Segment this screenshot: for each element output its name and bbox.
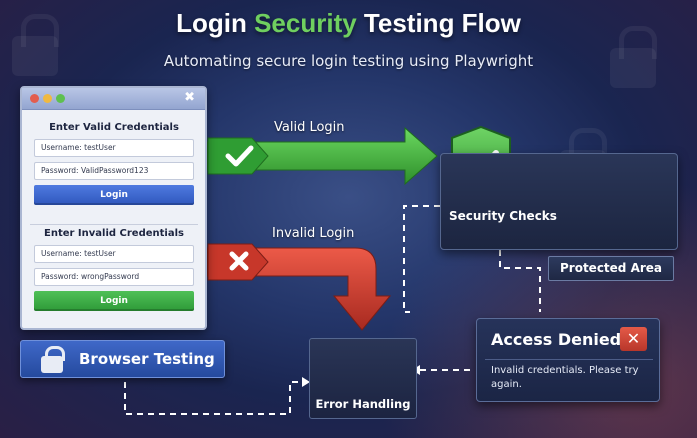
valid-form-heading: Enter Valid Credentials [49,122,179,133]
checkmark-icon [225,145,254,167]
connector-arrowhead-icon [302,377,310,387]
invalid-login-form: Enter Invalid Credentials Username: test… [34,228,194,311]
background-lock-icon [610,26,657,88]
close-icon[interactable]: ✖ [184,90,195,105]
error-handling-box: Error Handling [309,338,417,419]
page-title: Login Security Testing Flow [0,8,697,39]
valid-username-field[interactable]: Username: testUser [34,139,194,157]
invalid-login-label: Invalid Login [272,226,355,241]
invalid-username-field[interactable]: Username: testUser [34,245,194,263]
page-subtitle: Automating secure login testing using Pl… [163,52,534,70]
browser-title-bar: ✖ [22,88,205,110]
security-checks-panel: Security Checks [440,153,678,250]
title-part-2: Testing Flow [356,8,521,38]
browser-window: ✖ Enter Valid Credentials Username: test… [20,86,207,330]
valid-login-form: Enter Valid Credentials Username: testUs… [34,122,194,205]
invalid-password-field[interactable]: Password: wrongPassword [34,268,194,286]
close-icon[interactable]: ✕ [620,327,647,351]
title-accent: Security [254,8,357,38]
lock-icon [41,346,65,373]
dialog-divider [485,359,653,360]
form-divider [30,224,198,225]
dashed-connectors [124,205,541,415]
valid-password-field[interactable]: Password: ValidPassword123 [34,162,194,180]
valid-login-label: Valid Login [274,120,345,135]
protected-area-label: Protected Area [548,256,674,281]
invalid-login-arrow [206,243,392,331]
window-close-dot-icon[interactable] [30,94,39,103]
invalid-login-button[interactable]: Login [34,291,194,311]
x-icon [229,251,249,271]
window-maximize-dot-icon[interactable] [56,94,65,103]
error-handling-label: Error Handling [315,397,411,411]
security-checks-label: Security Checks [449,209,557,223]
access-denied-title: Access Denied [491,330,622,349]
valid-login-arrow [206,126,438,186]
browser-testing-label: Browser Testing [79,350,215,368]
access-denied-message: Invalid credentials. Please try again. [491,365,639,390]
window-minimize-dot-icon[interactable] [43,94,52,103]
title-part-1: Login [176,8,255,38]
access-denied-dialog: Access Denied ✕ Invalid credentials. Ple… [476,318,660,402]
invalid-form-heading: Enter Invalid Credentials [44,228,184,239]
browser-testing-badge: Browser Testing [20,340,225,378]
valid-login-button[interactable]: Login [34,185,194,205]
background-lock-icon [12,14,59,76]
